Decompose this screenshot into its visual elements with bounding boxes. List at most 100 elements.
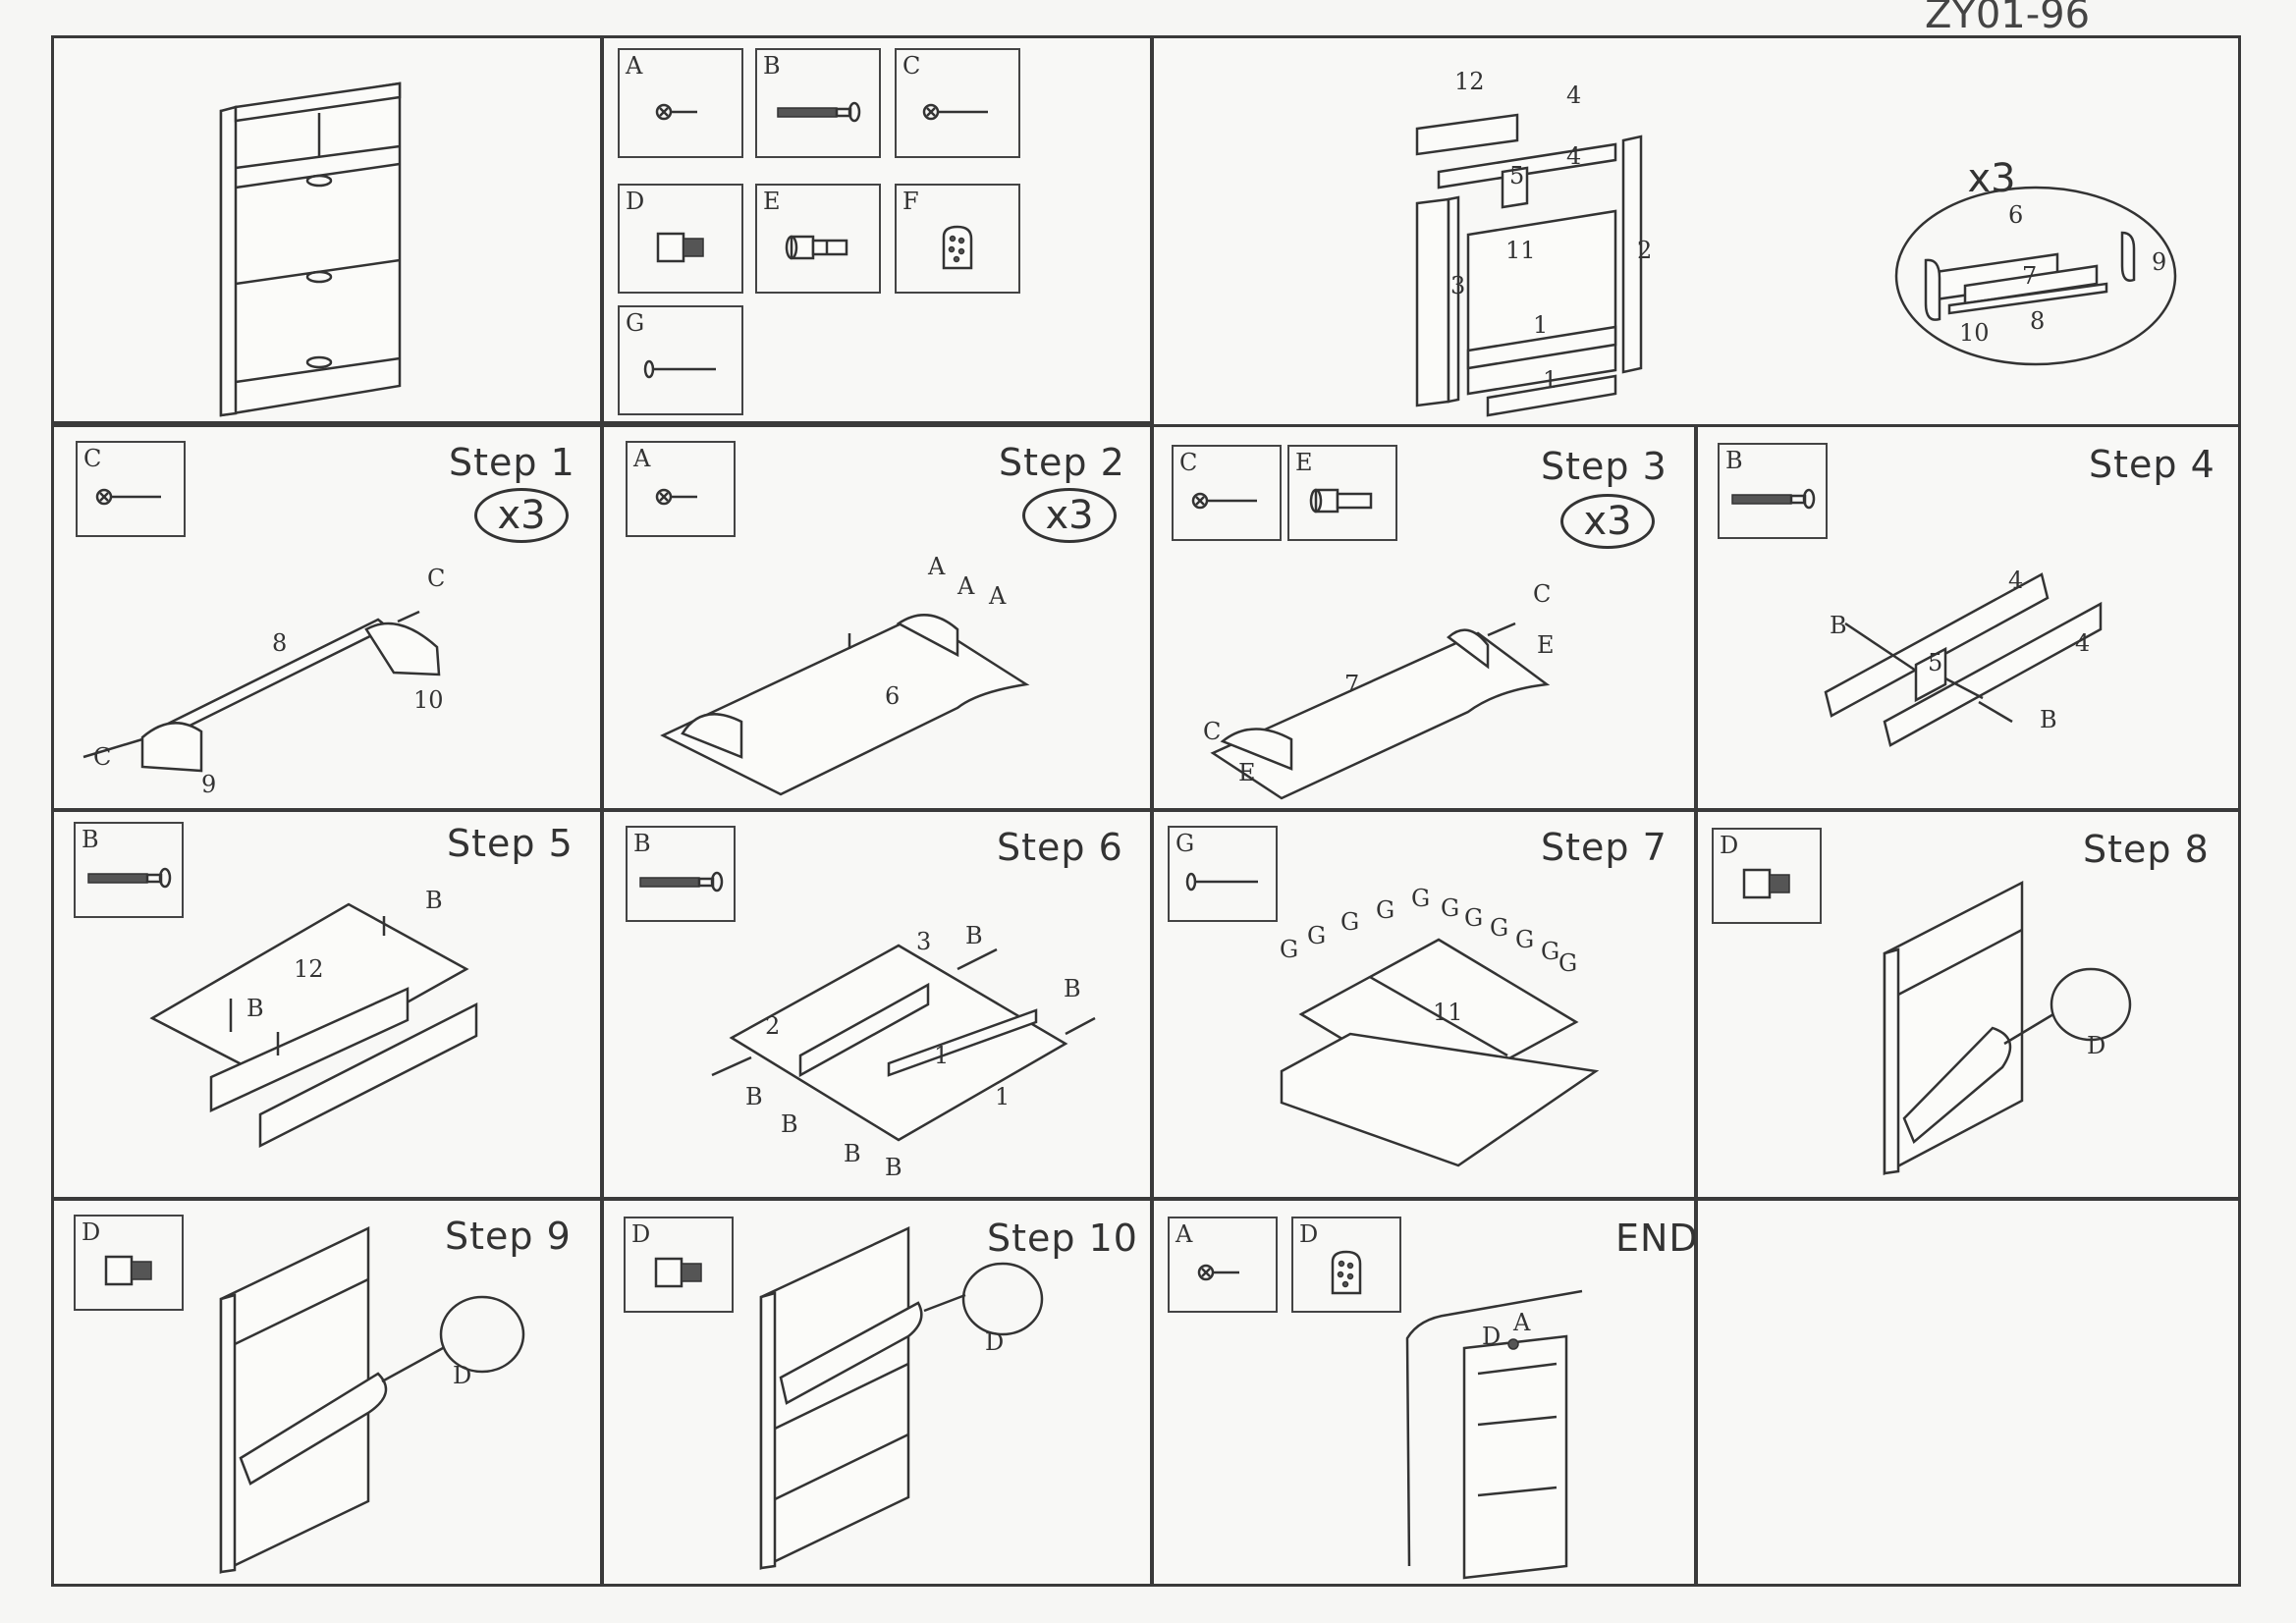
connector-bolt-icon bbox=[656, 232, 704, 262]
panel-number: 4 bbox=[1566, 142, 1582, 170]
hardware-callout: C bbox=[1203, 718, 1222, 745]
part-g-box: G bbox=[1168, 826, 1278, 922]
exploded-cabinet-diagram bbox=[1415, 113, 2177, 417]
panel-number: 3 bbox=[1450, 272, 1466, 299]
hardware-callout: D bbox=[453, 1362, 472, 1389]
hardware-callout: A bbox=[928, 553, 946, 580]
step-4-illustration bbox=[1824, 572, 2103, 747]
part-letter: C bbox=[902, 52, 921, 80]
step-3-illustration bbox=[1210, 622, 1551, 800]
hardware-callout: A bbox=[1513, 1309, 1531, 1336]
drawer-part-number: 9 bbox=[2152, 248, 2167, 276]
part-letter: G bbox=[626, 309, 645, 337]
step-5-illustration bbox=[149, 902, 478, 1149]
panel-number: 2 bbox=[765, 1012, 781, 1040]
step-9-illustration bbox=[219, 1226, 525, 1574]
hardware-callout: B bbox=[2040, 706, 2057, 733]
panel-number: 1 bbox=[995, 1083, 1011, 1110]
panel-number: 2 bbox=[1637, 237, 1653, 264]
plastic-pin-icon bbox=[1309, 488, 1373, 513]
hardware-callout: B bbox=[745, 1083, 763, 1110]
part-letter: D bbox=[631, 1220, 651, 1248]
hardware-callout: E bbox=[1537, 631, 1555, 659]
part-a-box: A bbox=[618, 48, 743, 158]
step-title: Step 9 bbox=[445, 1215, 572, 1258]
connector-bolt-icon bbox=[104, 1255, 152, 1285]
step-6-panel: B Step 6 3 B B 2 1 1 B B B B bbox=[601, 809, 1153, 1200]
short-screw-icon bbox=[655, 103, 697, 120]
step-5-panel: B Step 5 B 12 B bbox=[51, 809, 603, 1200]
hardware-callout: A bbox=[989, 582, 1007, 610]
step-1-illustration bbox=[82, 610, 441, 773]
hardware-callout: G bbox=[1464, 904, 1484, 932]
part-d-box: D bbox=[74, 1215, 184, 1311]
step-2-illustration bbox=[660, 614, 1030, 796]
step-1-panel: C Step 1 x3 C 8 10 C 9 bbox=[51, 424, 603, 811]
part-a-box: A bbox=[626, 441, 736, 537]
step-title: Step 3 bbox=[1541, 445, 1667, 488]
hardware-callout: B bbox=[1064, 975, 1081, 1002]
part-d-box: D bbox=[1712, 828, 1822, 924]
panel-number: 12 bbox=[1454, 68, 1485, 95]
part-b-box: B bbox=[74, 822, 184, 918]
part-letter: G bbox=[1175, 830, 1195, 857]
hardware-callout: E bbox=[1238, 759, 1256, 786]
panel-number: 8 bbox=[272, 629, 288, 657]
panel-number: 1 bbox=[934, 1042, 950, 1069]
long-screw-icon bbox=[1191, 492, 1257, 509]
hardware-callout: C bbox=[427, 565, 446, 592]
hardware-callout: C bbox=[93, 743, 112, 771]
part-f-box: F bbox=[895, 184, 1020, 294]
plastic-pin-icon bbox=[785, 235, 848, 259]
hardware-callout: G bbox=[1280, 936, 1299, 963]
hardware-callout: G bbox=[1490, 914, 1509, 942]
part-letter: D bbox=[82, 1218, 101, 1246]
hardware-callout: B bbox=[885, 1154, 902, 1181]
hardware-callout: C bbox=[1533, 580, 1552, 608]
step-2-panel: A Step 2 x3 A A A 6 bbox=[601, 424, 1153, 811]
step-multiplier: x3 bbox=[1022, 488, 1117, 543]
connector-bolt-icon bbox=[1742, 868, 1790, 898]
panel-number: 5 bbox=[1928, 649, 1943, 676]
part-letter: B bbox=[82, 826, 99, 853]
hardware-list-panel: A B C D E F G bbox=[601, 35, 1153, 424]
part-d-box: D bbox=[618, 184, 743, 294]
drawer-multiplier: x3 bbox=[1967, 156, 2016, 201]
hardware-callout: G bbox=[1307, 922, 1327, 949]
panel-number: 7 bbox=[1344, 671, 1360, 698]
panel-number: 12 bbox=[294, 955, 324, 983]
threaded-dowel-icon bbox=[777, 101, 861, 122]
finished-cabinet-illustration bbox=[219, 81, 402, 417]
panel-number: 6 bbox=[885, 682, 901, 710]
connector-bolt-icon bbox=[654, 1257, 702, 1287]
hardware-callout: B bbox=[246, 995, 264, 1022]
end-illustration bbox=[1405, 1289, 1583, 1580]
drawer-part-number: 6 bbox=[2008, 201, 2024, 229]
empty-panel bbox=[1695, 1198, 2241, 1587]
panel-number: 1 bbox=[1533, 311, 1549, 339]
hardware-callout: D bbox=[985, 1328, 1005, 1356]
step-8-illustration bbox=[1883, 880, 2132, 1176]
hardware-callout: G bbox=[1376, 896, 1395, 924]
step-4-panel: B Step 4 4 B 4 5 B bbox=[1695, 424, 2241, 811]
drawer-part-number: 10 bbox=[1959, 319, 1990, 347]
part-letter: D bbox=[1299, 1220, 1319, 1248]
part-letter: A bbox=[1175, 1220, 1193, 1248]
part-letter: C bbox=[1179, 449, 1198, 476]
step-6-illustration bbox=[711, 944, 1096, 1142]
end-panel: A D END D A bbox=[1151, 1198, 1698, 1587]
long-screw-icon bbox=[922, 103, 988, 120]
hardware-callout: D bbox=[2087, 1032, 2106, 1059]
panel-number: 4 bbox=[2008, 567, 2024, 594]
step-title: Step 1 bbox=[449, 441, 575, 484]
part-b-box: B bbox=[755, 48, 881, 158]
hardware-callout: G bbox=[1340, 908, 1360, 936]
wall-bracket-icon bbox=[942, 225, 973, 269]
part-letter: D bbox=[626, 188, 645, 215]
hardware-callout: B bbox=[781, 1110, 798, 1138]
step-8-panel: D Step 8 D bbox=[1695, 809, 2241, 1200]
part-letter: A bbox=[626, 52, 643, 80]
hardware-callout: G bbox=[1558, 949, 1578, 977]
long-screw-icon bbox=[95, 488, 161, 505]
